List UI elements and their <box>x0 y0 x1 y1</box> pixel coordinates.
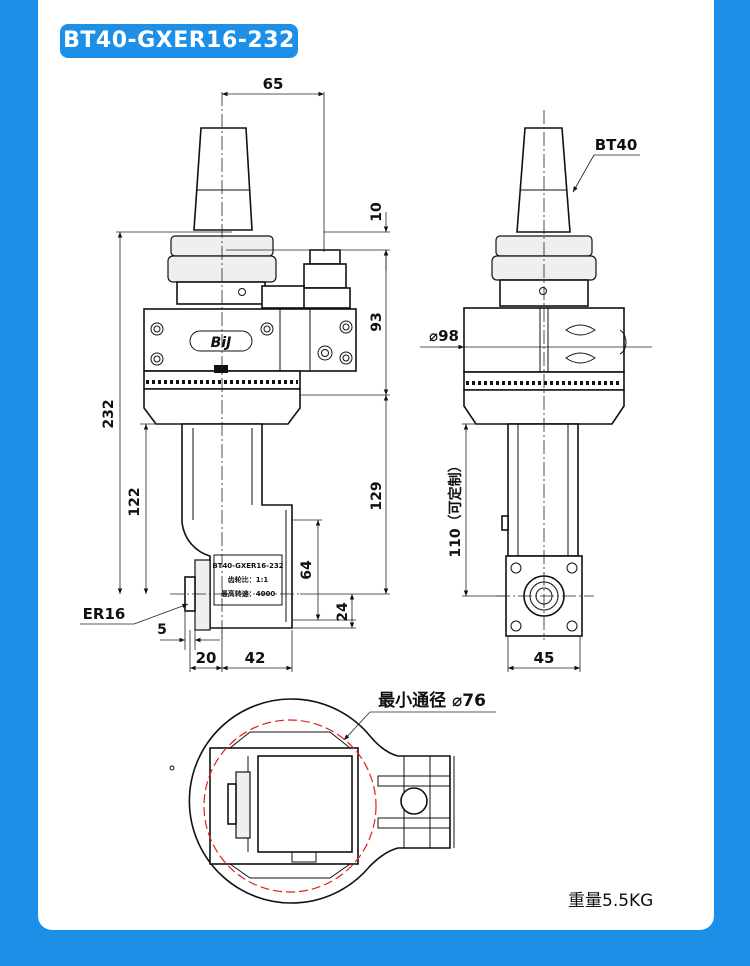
min-passage-circle <box>203 719 377 893</box>
label-er16: ER16 <box>83 605 126 623</box>
stop-block-base <box>299 287 351 309</box>
side-dimensions: BT40 ⌀98 110（可定制） 45 <box>420 136 652 672</box>
dim-5: 5 <box>157 622 167 638</box>
product-title: BT40-GXER16-232 <box>60 24 298 58</box>
nameplate <box>213 554 283 606</box>
bottom-view <box>169 698 455 904</box>
bracket <box>261 285 305 309</box>
extension-arm <box>181 423 293 629</box>
stop-block <box>303 263 347 289</box>
dim-129: 129 <box>369 481 385 510</box>
nameplate-model: BT40-GXER16-232 <box>212 562 283 570</box>
side-flange-neck <box>499 279 589 307</box>
main-housing <box>143 308 357 372</box>
flange-neck <box>176 281 266 305</box>
bottom-arm-section <box>257 755 353 853</box>
collet-housing <box>194 559 211 631</box>
side-view <box>463 110 627 640</box>
bottom-hole <box>400 787 428 815</box>
label-bt40: BT40 <box>595 136 638 154</box>
nameplate-speed: 最高转速：4000 <box>221 589 276 598</box>
side-taper <box>516 127 571 233</box>
dim-45: 45 <box>534 649 555 667</box>
dim-65: 65 <box>263 75 284 93</box>
dim-232: 232 <box>101 399 117 428</box>
stop-block-top <box>309 249 341 265</box>
dim-122: 122 <box>127 487 143 516</box>
label-min-passage: 最小通径 ⌀76 <box>378 690 486 711</box>
dim-42: 42 <box>245 649 266 667</box>
dim-20: 20 <box>196 649 217 667</box>
dim-64: 64 <box>299 560 315 580</box>
dim-93: 93 <box>369 312 385 331</box>
dim-110: 110（可定制） <box>447 458 464 557</box>
bottom-collet <box>235 771 251 839</box>
taper-shank <box>193 127 253 231</box>
side-arm <box>507 423 579 557</box>
dim-98: ⌀98 <box>429 327 459 345</box>
front-dimensions: 65 10 93 232 122 129 64 24 ER16 5 <box>80 75 390 672</box>
bottom-dimensions: 最小通径 ⌀76 <box>343 690 496 741</box>
dim-24: 24 <box>335 602 351 622</box>
nameplate-ratio: 齿轮比：1:1 <box>228 575 269 584</box>
dim-10: 10 <box>369 202 385 222</box>
weight-label: 重量5.5KG <box>568 891 654 911</box>
front-view: BiJ BT40-GXER16-232 齿轮比：1:1 最高转速：4000 <box>143 92 357 640</box>
logo-text: BiJ <box>211 335 232 351</box>
logo-badge <box>189 330 253 352</box>
